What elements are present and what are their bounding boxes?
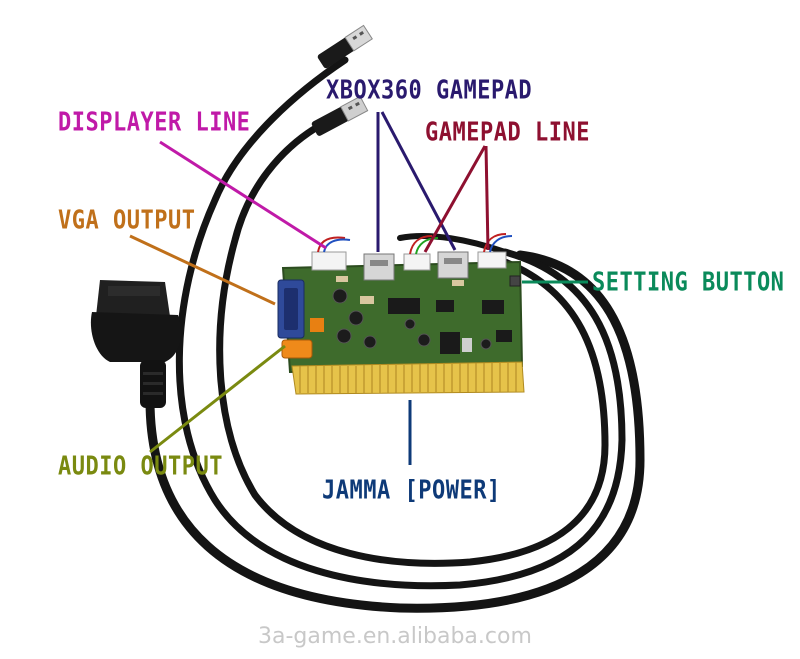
vga-pointer bbox=[129, 234, 276, 306]
xbox-av-connector bbox=[90, 280, 182, 408]
jamma-fingers bbox=[299, 362, 517, 393]
displayer-line-label: DISPLAYER LINE bbox=[58, 108, 251, 138]
main-ic bbox=[388, 298, 420, 314]
cables bbox=[145, 56, 645, 613]
jamma-power-label: JAMMA [POWER] bbox=[322, 476, 501, 506]
usb-cable-2 bbox=[216, 116, 609, 567]
capacitors bbox=[332, 288, 492, 350]
pcb-lead bbox=[397, 233, 508, 255]
gamepad-line-label: GAMEPAD LINE bbox=[425, 118, 590, 148]
watermark: 3a-game.en.alibaba.com bbox=[258, 624, 532, 649]
gamepad-header-right bbox=[477, 251, 507, 269]
setting-button-label: SETTING BUTTON bbox=[592, 268, 785, 298]
pcb-board bbox=[277, 233, 525, 395]
xbox360-pointer-right bbox=[380, 111, 457, 251]
audio-output-label: AUDIO OUTPUT bbox=[58, 452, 223, 482]
pointer-lines bbox=[129, 111, 588, 465]
gamepad-pointer-right bbox=[484, 145, 490, 251]
xbox360-gamepad-label: XBOX360 GAMEPAD bbox=[326, 76, 533, 106]
audio-jack bbox=[281, 339, 313, 359]
displayer-pointer bbox=[159, 140, 327, 250]
vga-output-label: VGA OUTPUT bbox=[58, 206, 196, 236]
gamepad-pointer-left bbox=[423, 145, 487, 253]
displayer-header bbox=[311, 251, 347, 271]
usb-cable-1 bbox=[175, 56, 626, 590]
usb-port-right bbox=[437, 251, 469, 279]
usb-plug-top bbox=[317, 24, 373, 69]
xbox-cable-loop bbox=[145, 250, 645, 613]
setting-button bbox=[509, 275, 521, 287]
audio-pointer bbox=[149, 344, 286, 454]
gamepad-header-left bbox=[403, 253, 431, 271]
usb-port-left bbox=[363, 253, 395, 281]
jamma-edge-connector bbox=[291, 361, 525, 395]
usb-plug-middle bbox=[311, 95, 369, 136]
